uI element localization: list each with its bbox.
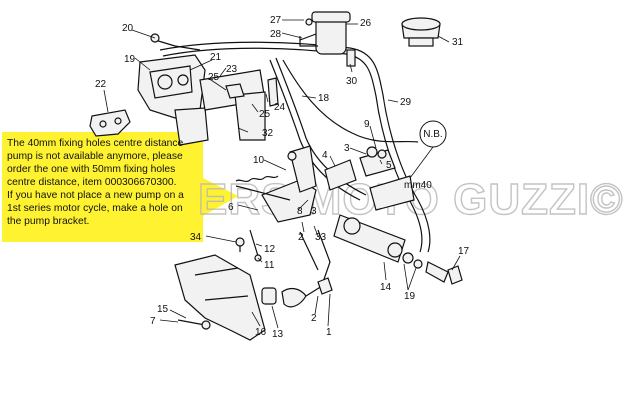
part-label-21: 21 [210,52,222,63]
part-label-2: 2 [298,232,304,243]
nb-badge-text: N.B. [423,129,442,140]
part-label-7: 7 [150,316,156,327]
part-label-32: 32 [262,128,274,139]
note-line-2: pump is not available anymore, please [7,151,183,162]
part-label-33: 33 [315,232,327,243]
note-callout: The 40mm fixing holes centre distance pu… [2,132,203,242]
push-rod [261,229,333,308]
part-label-15: 15 [157,304,169,315]
part-label-19b: 19 [404,291,416,302]
leader-lines [103,19,461,329]
heel-guard [174,254,266,341]
note-callout-background [2,132,238,242]
note-line-4: centre distance, item 000306670300. [7,177,177,188]
part-label-4: 4 [322,150,328,161]
part-label-3b: 3 [311,206,317,217]
part-label-20: 20 [122,23,134,34]
bracket-part-22 [89,109,131,137]
part-label-24: 24 [274,102,286,113]
part-label-27: 27 [270,15,282,26]
note-line-1: The 40mm fixing holes centre distance [7,138,184,149]
note-line-5: If you have not place a new pump on a [7,190,184,201]
dimension-label: mm40 [404,180,432,191]
fluid-reservoir [299,11,356,67]
reservoir-cap [401,17,441,47]
part-label-2b: 2 [311,313,317,324]
part-label-31: 31 [452,37,464,48]
part-label-22: 22 [95,79,107,90]
note-line-6: 1st series motor cycle, make a hole on [7,203,183,214]
part-label-25: 25 [208,72,220,83]
part-label-19: 19 [124,54,136,65]
part-label-17: 17 [458,246,470,257]
part-label-16: 16 [255,327,267,338]
part-label-3: 3 [344,143,350,154]
note-line-3: order the one with 50mm fixing holes [7,164,176,175]
part-number-labels: 20 19 21 23 25 24 25 32 22 27 28 26 31 3… [95,15,470,340]
part-label-12: 12 [264,244,276,255]
rear-brake-pump [333,214,463,285]
part-label-14: 14 [380,282,392,293]
part-label-1: 1 [326,327,332,338]
part-label-9: 9 [364,119,370,130]
part-label-10: 10 [253,155,265,166]
note-line-7: the pump bracket. [7,216,90,227]
part-label-13: 13 [272,329,284,340]
part-label-18: 18 [318,93,330,104]
part-label-26: 26 [360,18,372,29]
part-label-25b: 25 [259,109,271,120]
part-label-6: 6 [228,202,234,213]
lever-assembly [235,145,415,223]
master-cylinder-assembly [137,33,279,146]
part-label-28: 28 [270,29,282,40]
fasteners [177,229,262,330]
part-label-5: 5 [386,160,392,171]
part-label-34: 34 [190,232,202,243]
part-label-11: 11 [264,260,275,271]
part-label-29: 29 [400,97,412,108]
nb-badge: N.B. mm40 [404,120,447,191]
part-label-30: 30 [346,76,358,87]
part-label-8: 8 [297,206,303,217]
part-label-23: 23 [226,64,238,75]
